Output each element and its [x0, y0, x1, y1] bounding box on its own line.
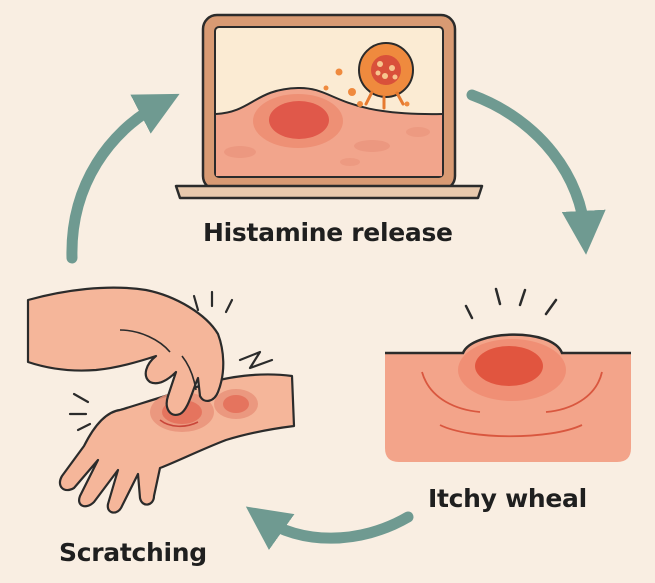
- laptop-icon: [174, 13, 484, 200]
- cycle-arrow-icon: [66, 93, 180, 264]
- mast-cell-icon: [323, 42, 414, 110]
- wheal-icon: [385, 287, 631, 462]
- stage-label-scratching: Scratching: [59, 538, 207, 567]
- stage-label-histamine-release: Histamine release: [203, 218, 453, 247]
- stage-label-itchy-wheal: Itchy wheal: [428, 484, 587, 513]
- cycle-arrow-icon: [245, 506, 414, 550]
- scratching-hand-icon: [26, 286, 296, 514]
- cycle-arrow-icon: [466, 89, 606, 255]
